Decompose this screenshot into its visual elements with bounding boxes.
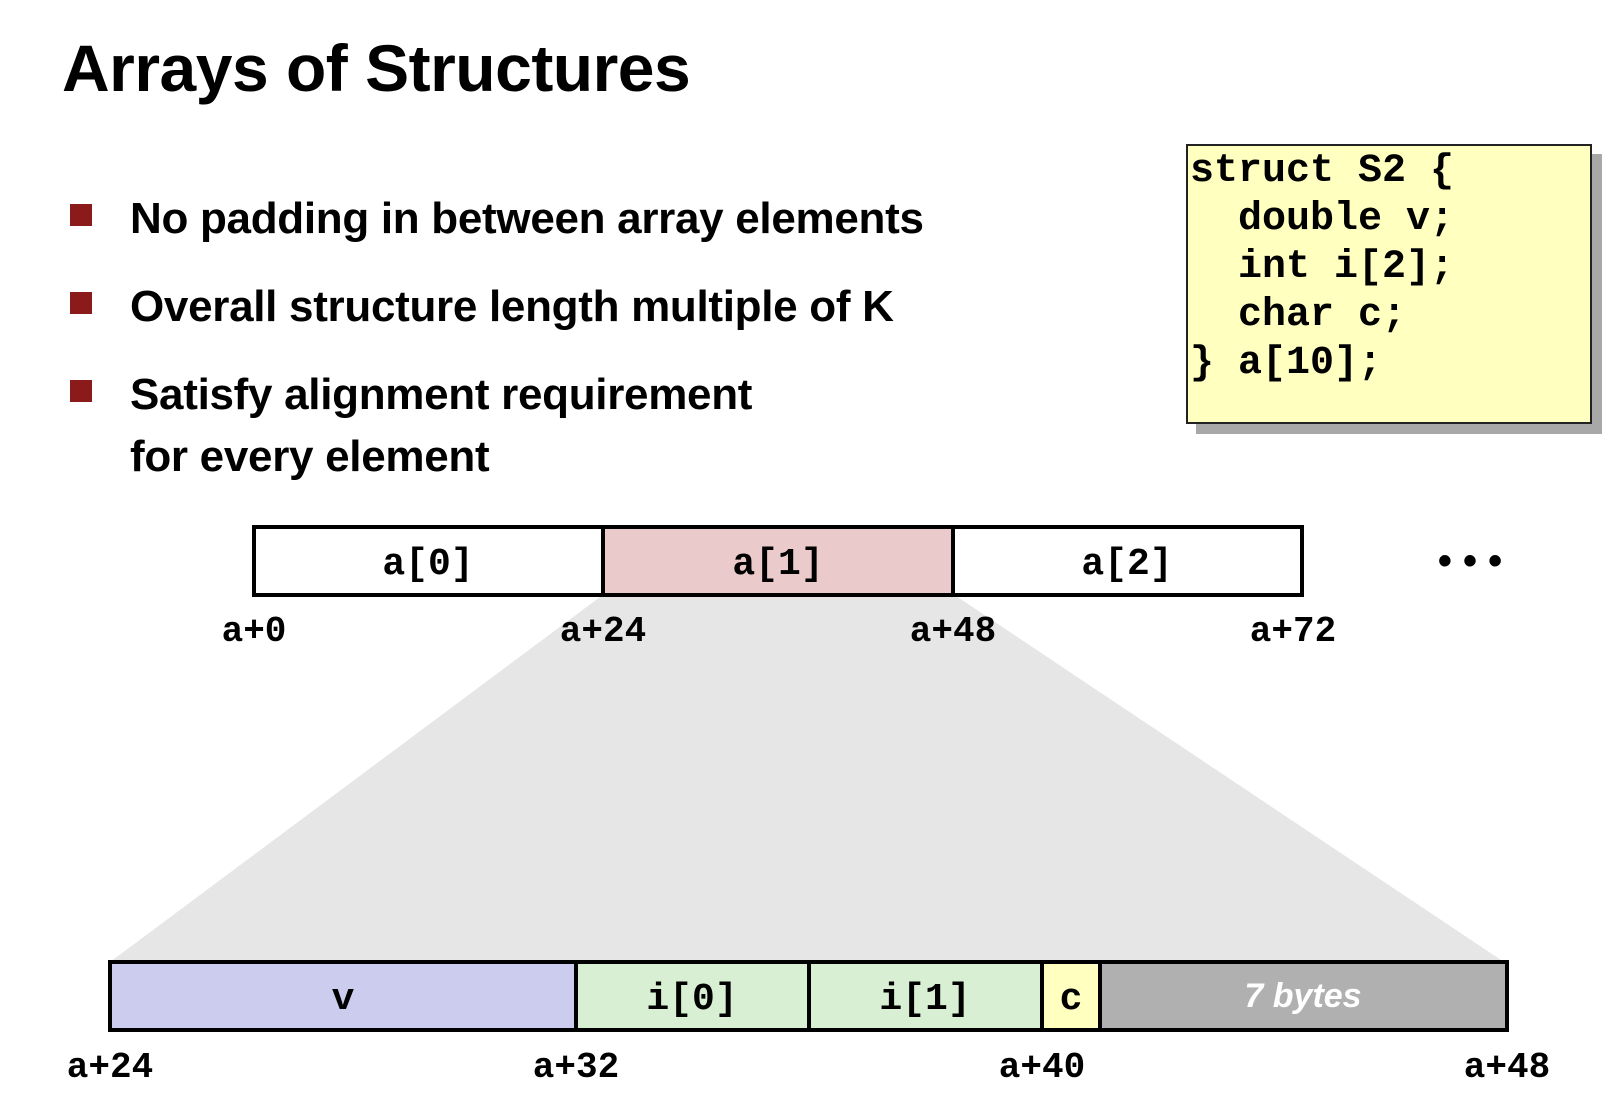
array-row: a[0] a[1] a[2] • • • a+0 a+24 a+48 a+72 xyxy=(222,525,1502,652)
field-label: c xyxy=(1060,978,1083,1021)
bullet-text: Overall structure length multiple of K xyxy=(130,282,894,331)
code-line: double v; xyxy=(1190,197,1455,242)
bullet-item: Overall structure length multiple of K xyxy=(70,276,924,338)
address-label: a+48 xyxy=(910,611,996,652)
bullet-text: Satisfy alignment requirement xyxy=(130,370,753,419)
bullet-list: No padding in between array elements Ove… xyxy=(70,188,924,488)
field-label: i[0] xyxy=(646,978,737,1021)
array-cell-label: a[0] xyxy=(382,543,473,586)
square-bullet-icon xyxy=(70,292,92,314)
struct-row: v i[0] i[1] c 7 bytes a+24 a+32 a+40 a+4… xyxy=(67,960,1550,1088)
array-cell xyxy=(951,525,1304,597)
field-label: i[1] xyxy=(879,978,970,1021)
field-padding xyxy=(1098,960,1509,1032)
square-bullet-icon xyxy=(70,204,92,226)
page-title: Arrays of Structures xyxy=(62,31,691,105)
ellipsis: • • • xyxy=(1438,539,1502,583)
address-label: a+24 xyxy=(560,611,646,652)
field-v xyxy=(108,960,578,1032)
square-bullet-icon xyxy=(70,380,92,402)
bullet-text-continuation: for every element xyxy=(130,432,490,481)
bullet-item: No padding in between array elements xyxy=(70,188,924,250)
code-line: char c; xyxy=(1190,293,1407,338)
code-line: } a[10]; xyxy=(1190,341,1383,386)
bullet-text: No padding in between array elements xyxy=(130,194,924,243)
bullet-item: Satisfy alignment requirement for every … xyxy=(70,364,924,488)
field-i1 xyxy=(807,960,1044,1032)
projection-wedge xyxy=(110,594,1504,962)
address-label: a+48 xyxy=(1464,1047,1550,1088)
field-label: v xyxy=(332,978,355,1021)
address-label: a+32 xyxy=(533,1047,619,1088)
array-cell-highlighted xyxy=(601,525,955,597)
array-cell xyxy=(252,525,605,597)
address-label: a+0 xyxy=(222,611,287,652)
address-label: a+24 xyxy=(67,1047,153,1088)
code-line: struct S2 { xyxy=(1190,149,1455,194)
address-label: a+40 xyxy=(999,1047,1085,1088)
code-box: struct S2 { double v; int i[2]; char c; … xyxy=(1186,144,1592,424)
padding-label: 7 bytes xyxy=(1244,977,1361,1015)
array-cell-label: a[1] xyxy=(732,543,823,586)
array-cell-label: a[2] xyxy=(1081,543,1172,586)
address-label: a+72 xyxy=(1250,611,1336,652)
code-line: int i[2]; xyxy=(1190,245,1455,290)
